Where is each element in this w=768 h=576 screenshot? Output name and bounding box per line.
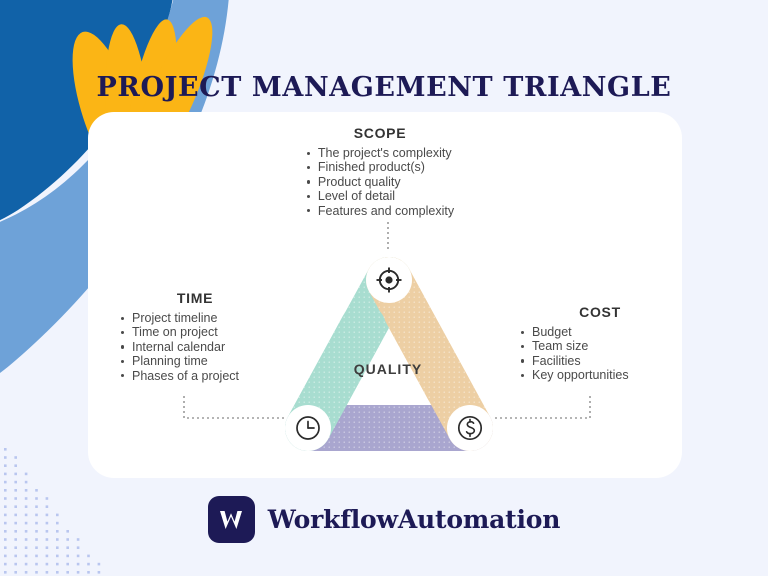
target-icon xyxy=(376,267,402,293)
clock-icon xyxy=(296,416,320,440)
node-cost[interactable] xyxy=(447,405,493,451)
connector-time xyxy=(183,396,285,419)
list-item: Product quality xyxy=(306,175,454,189)
workflow-w-icon[interactable] xyxy=(207,496,255,543)
brand-footer: WorkflowAutomation xyxy=(0,496,768,543)
list-item: Phases of a project xyxy=(120,369,270,383)
page-title: PROJECT MANAGEMENT TRIANGLE xyxy=(96,72,672,103)
node-scope[interactable] xyxy=(366,257,412,303)
brand-name: WorkflowAutomation xyxy=(267,505,561,534)
node-time[interactable] xyxy=(285,405,331,451)
list-item: Time on project xyxy=(120,325,270,339)
list-item: Features and complexity xyxy=(306,204,454,218)
connector-cost xyxy=(492,396,591,419)
list-item: Key opportunities xyxy=(520,368,680,382)
list-item: Finished product(s) xyxy=(306,160,454,174)
list-item: Planning time xyxy=(120,354,270,368)
list-item: Team size xyxy=(520,339,680,353)
list-item: Facilities xyxy=(520,354,680,368)
list-item: Budget xyxy=(520,325,680,339)
project-triangle-diagram xyxy=(285,257,493,451)
cost-heading: COST xyxy=(579,304,621,320)
list-item: Project timeline xyxy=(120,311,270,325)
list-item: The project's complexity xyxy=(306,146,454,160)
quality-label: QUALITY xyxy=(353,361,423,377)
list-item: Internal calendar xyxy=(120,340,270,354)
list-item: Level of detail xyxy=(306,189,454,203)
dollar-coin-icon xyxy=(457,415,483,441)
time-heading: TIME xyxy=(176,290,214,306)
scope-heading: SCOPE xyxy=(353,125,407,141)
